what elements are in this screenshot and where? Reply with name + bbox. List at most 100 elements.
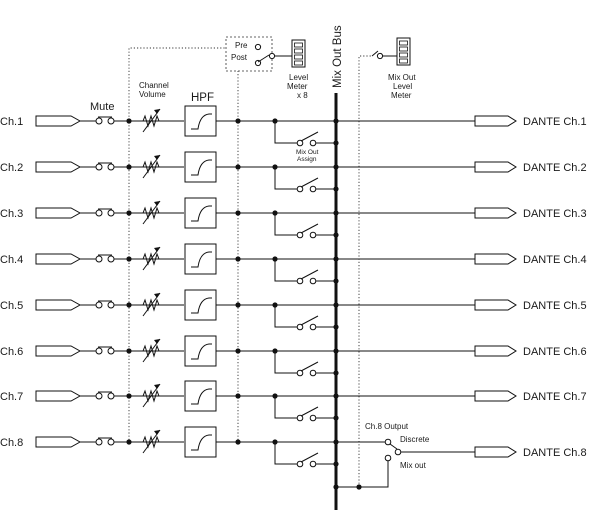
post-tap-node-ch5 [235,302,241,308]
output-label-ch3: DANTE Ch.3 [523,208,587,220]
post-tap-node-ch6 [235,348,241,354]
output-label-ch5: DANTE Ch.5 [523,300,587,312]
input-label-ch7: Ch.7 [0,391,23,403]
output-label-ch1: DANTE Ch.1 [523,116,587,128]
channel-strip-6: Ch.6 DANTE Ch.6 [0,335,587,377]
output-connector-icon-ch1 [474,115,517,127]
hpf-filter-icon-ch1 [184,105,217,137]
pre-tap-node-ch8 [126,439,132,445]
channel-volume-icon-ch1 [140,108,162,133]
mute-switch-icon-ch2 [95,162,115,171]
channel-volume-icon-ch4 [140,246,162,271]
mute-switch-icon-ch5 [95,300,115,309]
mute-switch-icon-ch6 [95,346,115,355]
hpf-filter-icon-ch7 [184,380,217,412]
level-meter-label-line3: x 8 [297,91,308,100]
mute-switch-icon-ch7 [95,391,115,400]
input-connector-icon-ch6 [35,345,82,357]
mix-out-level-meter-label-line3: Meter [391,91,412,100]
input-label-ch2: Ch.2 [0,162,23,174]
input-connector-icon-ch2 [35,161,82,173]
mix-out-assign-switch-icon-ch5 [274,305,339,331]
mute-switch-icon-ch4 [95,254,115,263]
output-connector-icon-ch6 [474,345,517,357]
bus-cross-node-ch6 [333,348,339,354]
hpf-filter-icon-ch3 [184,197,217,229]
input-label-ch3: Ch.3 [0,208,23,220]
pre-tap-node-ch1 [126,118,132,124]
pre-tap-node-ch6 [126,348,132,354]
hpf-filter-icon-ch5 [184,289,217,321]
pre-post-switch-icon [254,43,292,67]
output-label-ch8: DANTE Ch.8 [523,447,587,459]
hpf-label: HPF [191,92,214,104]
pre-tap-node-ch3 [126,210,132,216]
channel-volume-label-line1: Channel [139,81,169,90]
pre-tap-node-ch2 [126,164,132,170]
channel-strip-2: Ch.2 DANTE Ch.2 [0,151,587,193]
output-connector-icon-ch5 [474,299,517,311]
channel-volume-label-line2: Volume [139,90,166,99]
pre-tap-node-ch5 [126,302,132,308]
input-label-ch6: Ch.6 [0,346,23,358]
output-connector-icon-ch4 [474,253,517,265]
output-label-ch6: DANTE Ch.6 [523,346,587,358]
channel-strip-4: Ch.4 DANTE Ch.4 [0,243,587,285]
bus-cross-node-ch3 [333,210,339,216]
mix-out-bus-label: Mix Out Bus [332,25,344,88]
output-connector-icon-ch3 [474,207,517,219]
level-meter-icon [291,39,306,68]
mix-out-assign-label-line1: Mix Out [296,149,319,156]
channel-strip-3: Ch.3 DANTE Ch.3 [0,197,587,239]
bus-cross-node-ch1 [333,118,339,124]
hpf-filter-icon-ch2 [184,151,217,183]
hpf-filter-icon-ch4 [184,243,217,275]
post-tap-node-ch1 [235,118,241,124]
input-label-ch4: Ch.4 [0,254,23,266]
level-meter-label-line1: Level [289,73,308,82]
mix-out-assign-switch-icon-ch8 [274,442,339,468]
output-label-ch4: DANTE Ch.4 [523,254,587,266]
input-connector-icon-ch1 [35,115,82,127]
pre-tap-node-ch4 [126,256,132,262]
mute-switch-icon-ch1 [95,116,115,125]
mute-switch-icon-ch8 [95,437,115,446]
input-connector-icon-ch3 [35,207,82,219]
bus-cross-node-ch2 [333,164,339,170]
post-tap-node-ch8 [235,439,241,445]
pre-label: Pre [235,41,248,50]
mix-out-level-meter-label-line1: Mix Out [388,73,416,82]
bus-cross-node-ch5 [333,302,339,308]
channel-volume-icon-ch5 [140,292,162,317]
channel-volume-icon-ch3 [140,200,162,225]
input-connector-icon-ch8 [35,436,82,448]
hpf-filter-icon-ch6 [184,335,217,367]
pre-tap-node-ch7 [126,393,132,399]
post-tap-node-ch4 [235,256,241,262]
bus-cross-node-ch8 [333,439,339,445]
post-tap-node-ch7 [235,393,241,399]
channel-strip-1: Ch.1 DANTE Ch.1 [0,105,587,147]
channel-volume-icon-ch6 [140,338,162,363]
output-label-ch7: DANTE Ch.7 [523,391,587,403]
mix-out-assign-switch-icon-ch2 [274,167,339,193]
discrete-label: Discrete [400,435,430,444]
post-label: Post [231,53,248,62]
mix-out-assign-switch-icon-ch3 [274,213,339,239]
mix-out-meter-switch-icon [371,50,397,60]
mix-out-assign-switch-icon-ch6 [274,351,339,377]
ch8-output-selector-icon [333,438,475,490]
channel-volume-icon-ch8 [140,429,162,454]
mix-out-level-meter-icon [396,37,411,66]
input-label-ch8: Ch.8 [0,437,23,449]
bus-cross-node-ch7 [333,393,339,399]
channel-volume-icon-ch2 [140,154,162,179]
input-label-ch1: Ch.1 [0,116,23,128]
mix-out-label: Mix out [400,461,427,470]
output-label-ch2: DANTE Ch.2 [523,162,587,174]
mix-out-assign-switch-icon-ch1 [274,121,339,147]
